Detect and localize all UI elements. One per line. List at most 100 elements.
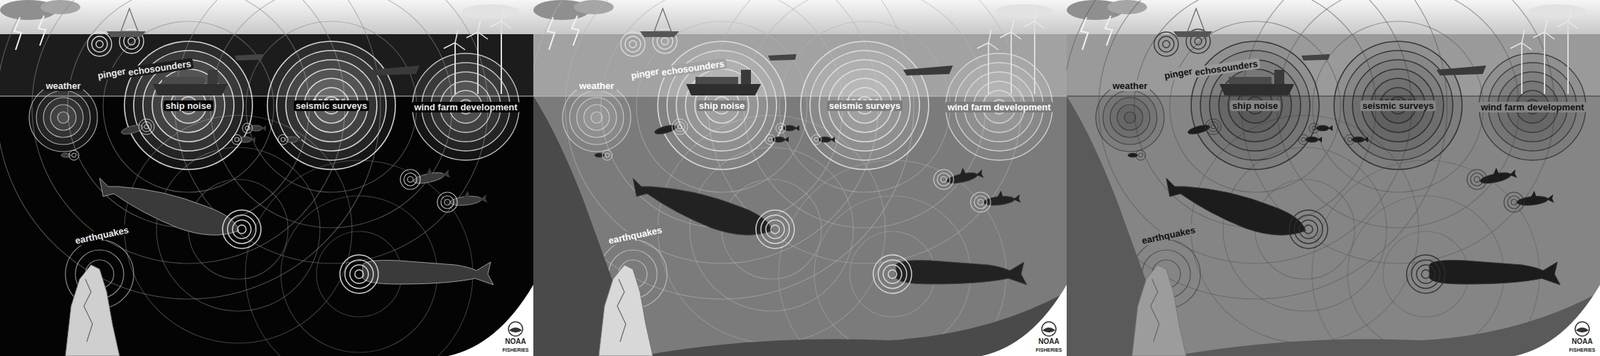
sound-ring (124, 41, 253, 170)
sound-glow (1352, 59, 1444, 151)
fish (818, 136, 832, 143)
sound-ring (1162, 40, 1170, 48)
seal (1186, 123, 1211, 136)
dolphin (982, 188, 1022, 207)
container-ship (1219, 83, 1295, 96)
source-label: echosounders (1191, 57, 1261, 78)
boat-rigging (654, 8, 672, 32)
sound-ring (1507, 195, 1521, 209)
sound-ring (883, 264, 902, 284)
sound-ring (234, 137, 239, 142)
fish-tail (830, 136, 835, 143)
fish-tail (795, 125, 800, 131)
sound-ring (873, 254, 912, 293)
sound-ring (1298, 134, 1309, 145)
sound-glow (285, 59, 377, 151)
cloud (1528, 4, 1586, 19)
logo-text: NOAA (1037, 337, 1060, 346)
sound-ring (349, 264, 369, 284)
sound-ring (50, 104, 77, 131)
sound-ring (232, 219, 252, 239)
sound-glow (57, 111, 69, 124)
sound-ring (1416, 264, 1436, 284)
sound-ring (576, 97, 617, 138)
ship-bridge (740, 69, 751, 84)
dolphin (449, 188, 488, 207)
seafloor (640, 291, 1067, 356)
panel-clip (0, 0, 534, 356)
sound-ring (933, 169, 954, 190)
sound-ring (276, 50, 387, 160)
sound-ring (765, 134, 776, 145)
dolphin-tail (1545, 194, 1554, 204)
sound-glow (945, 53, 1053, 160)
container-ship (152, 83, 228, 96)
sound-ring (280, 137, 286, 142)
logo-corner (448, 284, 534, 356)
sound-ring (1289, 209, 1328, 249)
lightning (1080, 17, 1088, 50)
logo-wave (1575, 327, 1589, 333)
dolphin-tail (441, 169, 451, 180)
lightning (571, 15, 579, 46)
sound-glow (657, 41, 786, 170)
turbine-tower (987, 42, 990, 94)
sound-ring (590, 111, 603, 124)
sound-ring (1312, 21, 1484, 192)
sound-ring (141, 121, 152, 132)
sound-ring (1205, 118, 1221, 135)
sound-ring (811, 134, 822, 145)
turbine-blade (477, 19, 481, 32)
sound-ring (1334, 41, 1463, 170)
sound-ring (755, 209, 795, 249)
turbine-blade (999, 32, 1012, 38)
sound-glow (29, 83, 98, 152)
turbine-tower (1543, 32, 1546, 94)
sound-ring (1421, 269, 1431, 279)
logo-emblem (508, 321, 523, 336)
logo-text: NOAA (504, 337, 527, 346)
sound-ring (412, 53, 520, 160)
fishing-boat (106, 31, 146, 37)
squid (594, 152, 605, 158)
sound-ring (677, 124, 682, 129)
turbine-blade (1011, 32, 1022, 40)
turbine-blade (1544, 32, 1555, 40)
turbine-blade (455, 29, 458, 43)
sound-ring (68, 150, 79, 160)
logo-emblem (1041, 321, 1056, 336)
logo-wave (509, 327, 522, 333)
dolphin-fin (463, 189, 471, 197)
logo-text: NOAA (1570, 337, 1593, 346)
sound-ring (57, 111, 69, 124)
logo-text: FISHERIES (1035, 346, 1064, 353)
sound-ring (625, 36, 641, 52)
sound-ring (778, 125, 783, 131)
fish (1305, 136, 1319, 143)
container-ship (686, 83, 761, 96)
fish-tail (1317, 136, 1322, 143)
sound-ring (227, 214, 256, 244)
sound-ring (43, 97, 84, 138)
sound-ring (1191, 41, 1320, 170)
source-label: earthquakes (605, 223, 665, 247)
fish (782, 125, 796, 131)
turbine-blade (1568, 8, 1571, 22)
squid (61, 152, 72, 158)
turbine-blade (489, 21, 502, 28)
fish (238, 136, 252, 143)
survey-vessel (369, 65, 420, 76)
sound-ring (1135, 150, 1146, 160)
fishing-boat (640, 31, 680, 37)
sound-ring (937, 172, 951, 186)
sound-ring (437, 192, 458, 212)
dolphin-fin (958, 167, 966, 175)
sound-glow (1343, 50, 1453, 160)
dolphin-fin (1530, 189, 1537, 197)
sperm-whale (896, 260, 1027, 285)
source-label: weather (1110, 80, 1150, 92)
turbine-tower (1567, 21, 1569, 94)
dolphin-fin (425, 167, 433, 175)
sound-glow (1218, 68, 1292, 142)
